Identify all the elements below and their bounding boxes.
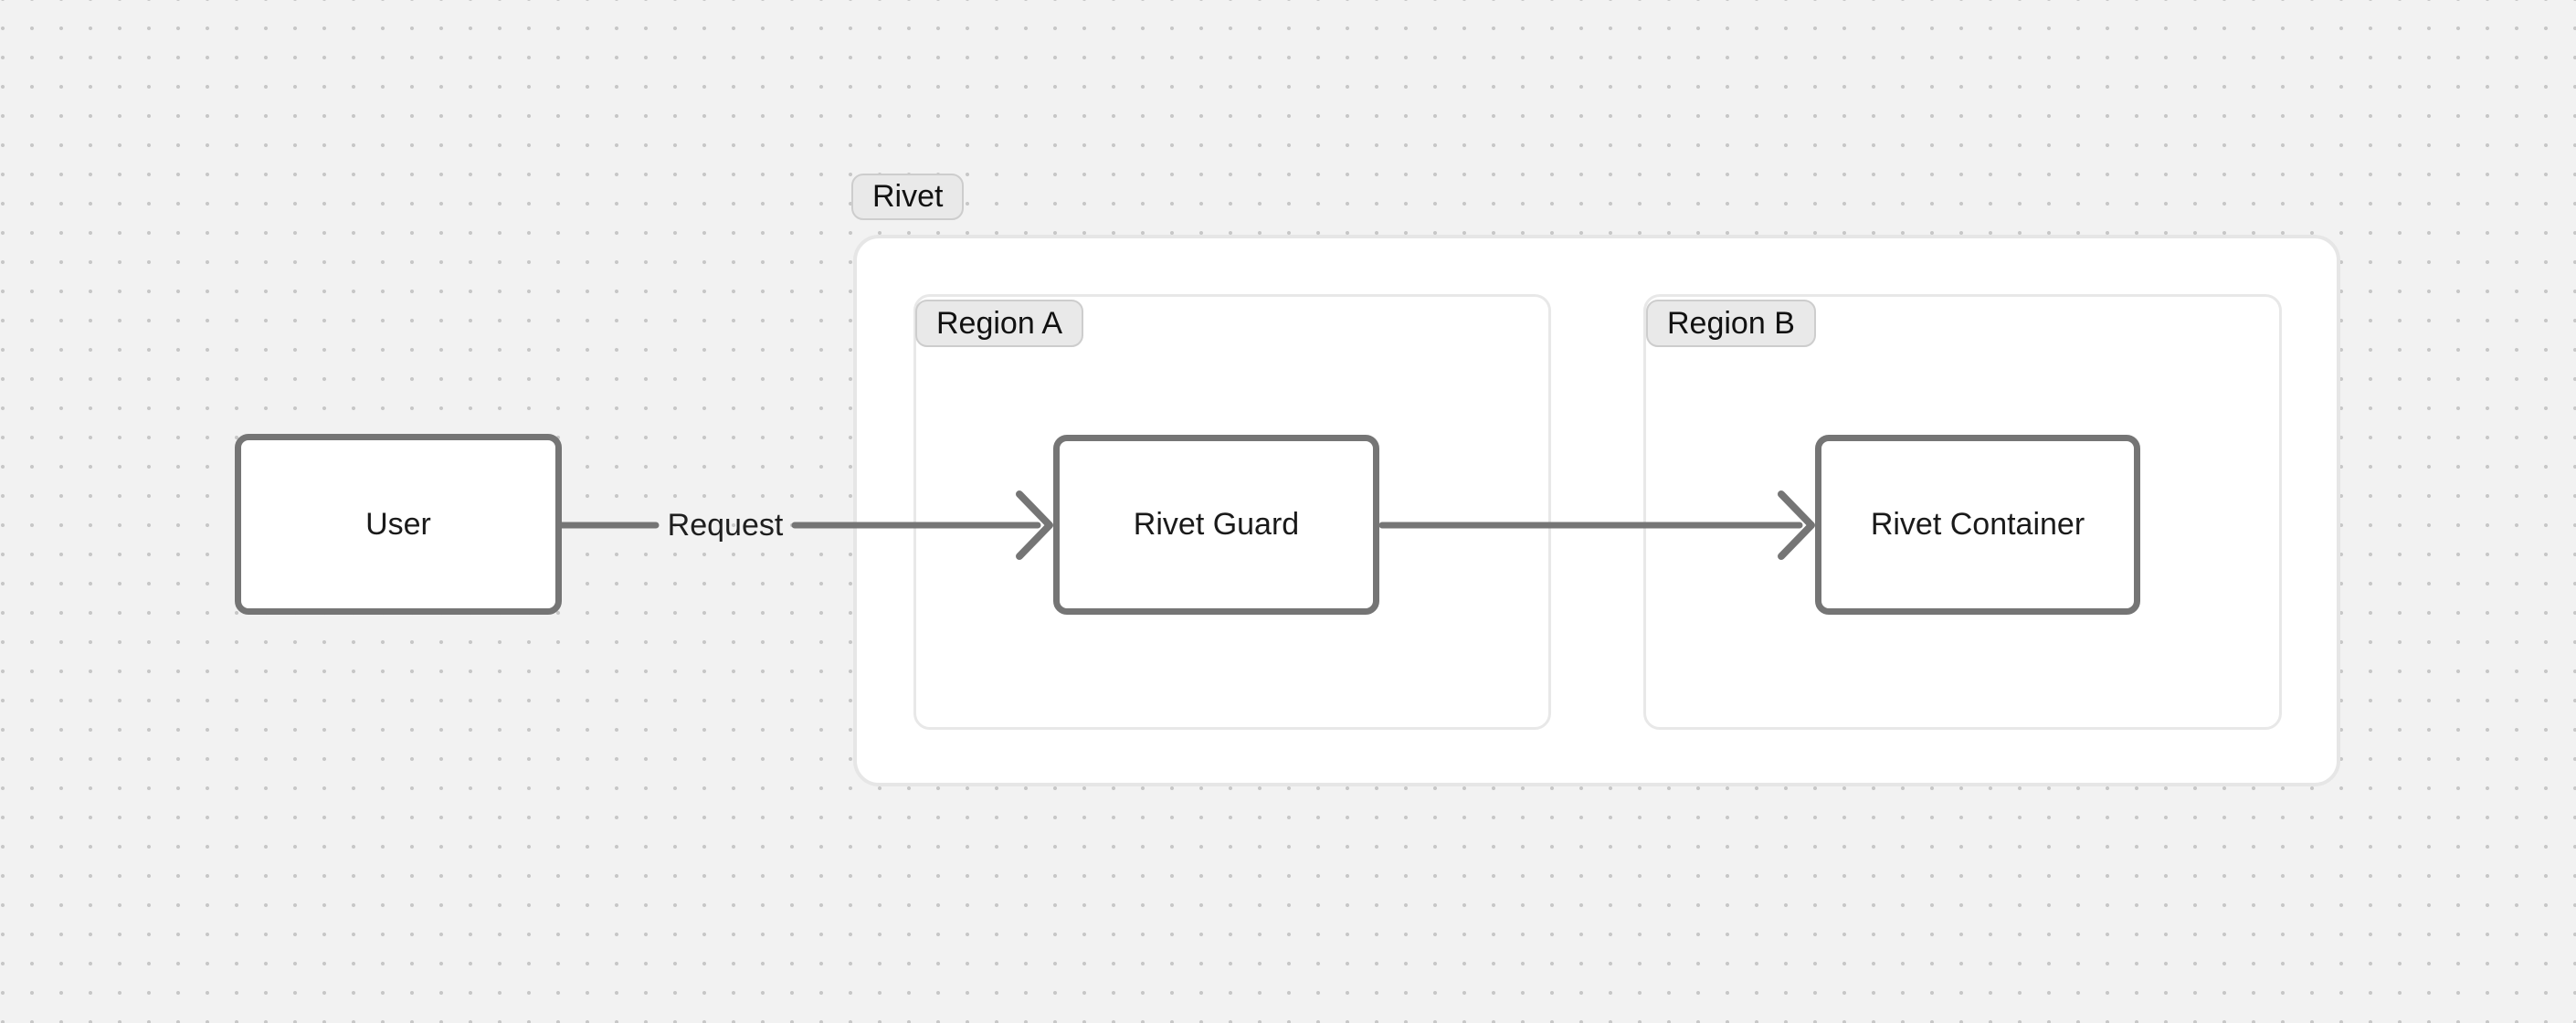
group-label-region-a: Region A	[915, 300, 1083, 347]
edge-label-request: Request	[667, 508, 784, 543]
node-rivet-container: Rivet Container	[1815, 435, 2140, 615]
node-rivet-guard-label: Rivet Guard	[1133, 507, 1300, 542]
group-label-rivet-text: Rivet	[872, 179, 944, 214]
node-rivet-container-label: Rivet Container	[1870, 507, 2085, 542]
group-label-region-b: Region B	[1646, 300, 1816, 347]
node-user-label: User	[365, 506, 431, 542]
group-label-region-b-text: Region B	[1667, 305, 1795, 341]
group-label-region-a-text: Region A	[936, 305, 1062, 341]
group-label-rivet: Rivet	[851, 174, 965, 220]
node-user: User	[235, 434, 562, 615]
node-rivet-guard: Rivet Guard	[1053, 435, 1379, 615]
